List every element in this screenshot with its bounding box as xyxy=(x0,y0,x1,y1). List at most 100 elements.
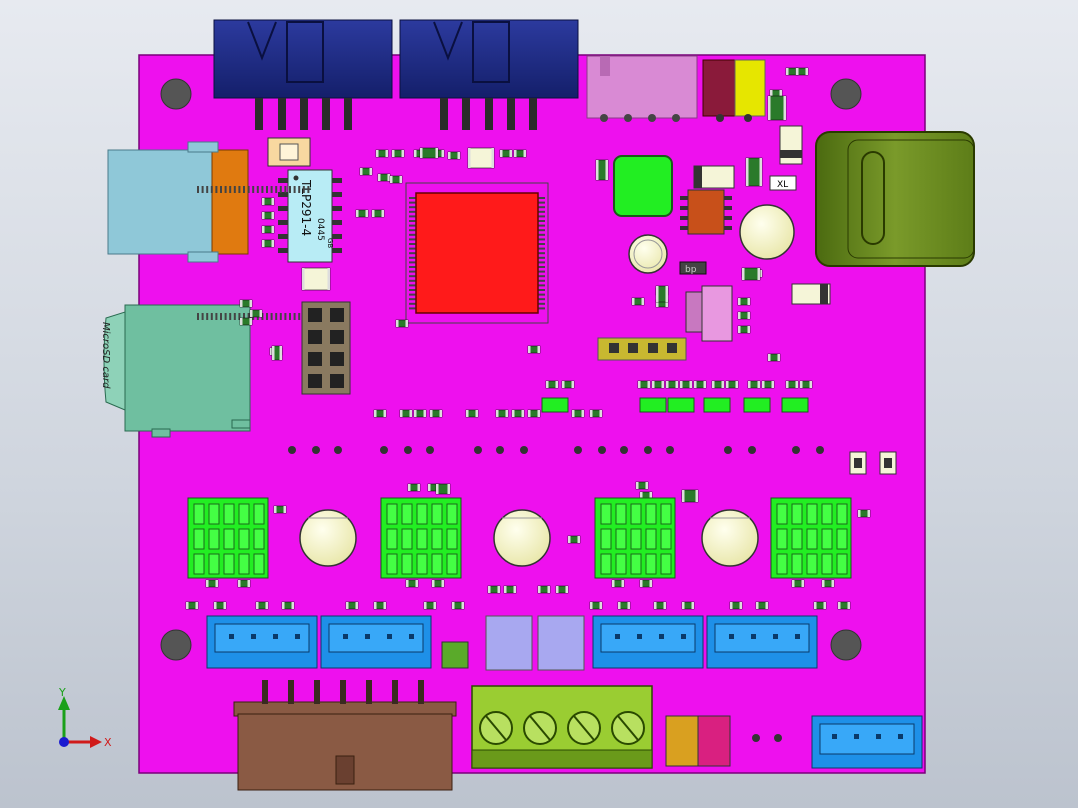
via xyxy=(792,446,800,454)
chip-label-code: 0445 xyxy=(315,218,325,241)
motor-connector xyxy=(320,615,432,669)
smd-resistor xyxy=(679,380,693,389)
usb-connector xyxy=(107,141,249,263)
smd-resistor xyxy=(395,319,409,328)
pink-connector xyxy=(586,55,698,122)
motor-connector xyxy=(592,615,704,669)
transistor xyxy=(541,397,569,413)
smd-resistor xyxy=(755,601,769,610)
smd-resistor xyxy=(467,147,495,169)
smd-resistor xyxy=(273,505,287,514)
mark-label: bp xyxy=(685,265,697,275)
jst-connector xyxy=(665,715,699,767)
header-connector-right xyxy=(399,19,579,130)
screw-terminal xyxy=(471,685,653,769)
pin-header-2x4 xyxy=(301,301,351,395)
small-module xyxy=(441,641,469,669)
smd-resistor xyxy=(857,509,871,518)
smd-resistor xyxy=(239,317,253,326)
smd-resistor xyxy=(785,380,799,389)
smd-resistor xyxy=(261,225,275,234)
smd-resistor xyxy=(655,285,669,303)
smd-resistor xyxy=(795,67,809,76)
dc-power-jack xyxy=(815,131,975,267)
jumper-block xyxy=(537,615,585,671)
stepper-drivers xyxy=(187,497,852,579)
smd-resistor xyxy=(527,345,541,354)
mounting-holes xyxy=(160,78,862,661)
smd-resistor xyxy=(761,380,775,389)
capacitor xyxy=(701,509,759,567)
smd-resistor xyxy=(737,311,751,320)
mounting-hole xyxy=(830,78,862,110)
smd-resistor xyxy=(213,601,227,610)
smd-resistor xyxy=(413,409,427,418)
smd-resistor xyxy=(741,267,761,281)
smd-resistor xyxy=(617,601,631,610)
mounting-hole xyxy=(160,629,192,661)
regulator-chip xyxy=(680,189,732,235)
smd-resistor xyxy=(821,579,835,588)
connector-maroon xyxy=(702,59,736,117)
smd-resistor xyxy=(567,535,581,544)
jst-connector xyxy=(697,715,731,767)
smd-resistor xyxy=(725,380,739,389)
diode xyxy=(779,125,803,165)
capacitor xyxy=(628,234,668,274)
smd-resistor xyxy=(237,579,251,588)
via xyxy=(496,446,504,454)
smd-resistor xyxy=(271,345,283,361)
smd-resistor xyxy=(495,409,509,418)
transistor xyxy=(781,397,809,413)
smd-resistor xyxy=(635,481,649,490)
via xyxy=(404,446,412,454)
smd-resistor xyxy=(537,585,551,594)
microsd-label: MicroSD card xyxy=(100,322,111,389)
smd-resistor xyxy=(711,380,725,389)
smd-resistor xyxy=(737,297,751,306)
crystal-label: XL xyxy=(777,180,788,190)
pin-header xyxy=(597,337,687,361)
transistor xyxy=(639,397,667,413)
smd-resistor xyxy=(747,380,761,389)
smd-resistor xyxy=(431,579,445,588)
smd-resistor xyxy=(345,601,359,610)
smd-resistor xyxy=(637,380,651,389)
smd-resistor xyxy=(767,353,781,362)
smd-resistor xyxy=(373,409,387,418)
microsd-slot: MicroSD card xyxy=(100,304,251,438)
via xyxy=(474,446,482,454)
smd-resistor xyxy=(693,380,707,389)
smd-resistor xyxy=(359,167,373,176)
via xyxy=(666,446,674,454)
smd-resistor xyxy=(589,409,603,418)
motor-connectors xyxy=(206,615,818,669)
motor-connector xyxy=(206,615,318,669)
via xyxy=(748,446,756,454)
smd-resistor xyxy=(767,95,787,121)
smd-resistor xyxy=(405,579,419,588)
via xyxy=(426,446,434,454)
smd-resistor xyxy=(681,601,695,610)
smd-resistor xyxy=(651,380,665,389)
smd-components xyxy=(185,67,897,610)
fuse xyxy=(879,451,897,475)
via xyxy=(380,446,388,454)
via xyxy=(288,446,296,454)
smd-resistor xyxy=(681,489,699,503)
header-connector-left xyxy=(213,19,393,130)
smd-resistor xyxy=(791,579,805,588)
smd-resistor xyxy=(407,483,421,492)
smd-resistor xyxy=(281,601,295,610)
smd-resistor xyxy=(813,601,827,610)
axis-x-label: X xyxy=(104,736,112,749)
smd-resistor xyxy=(611,579,625,588)
smd-resistor xyxy=(589,601,603,610)
smd-resistor xyxy=(499,149,513,158)
smd-resistor xyxy=(639,579,653,588)
fuse xyxy=(849,451,867,475)
coordinate-triad: Y X xyxy=(58,686,112,749)
driver-heatsink xyxy=(594,497,676,579)
smd-resistor xyxy=(665,380,679,389)
